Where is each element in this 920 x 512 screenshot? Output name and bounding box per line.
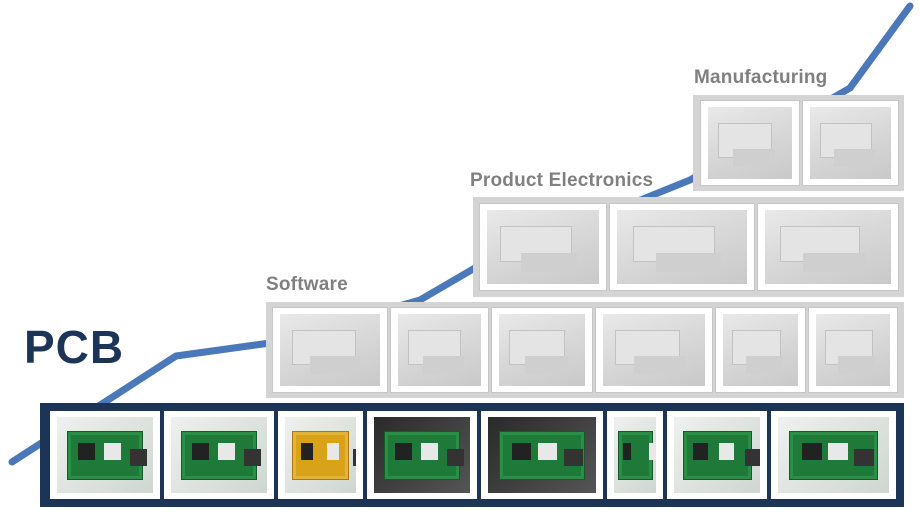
- product-electronics-band: [473, 197, 904, 297]
- lcd-display-photo: [273, 308, 387, 392]
- laptop-desk-photo: [492, 308, 592, 392]
- warehouse-shelves-photo: [701, 101, 799, 185]
- software-band: [266, 302, 904, 398]
- robot-arm-photo: [480, 204, 606, 290]
- pcb-band: [40, 403, 904, 507]
- yellow-board-photo: [278, 411, 363, 499]
- manufacturing-band: [693, 95, 904, 191]
- motor-assembly-photo: [367, 411, 477, 499]
- board-array-photo: [771, 411, 896, 499]
- manufacturing-heading: Manufacturing: [694, 67, 828, 88]
- cable-closeup-photo: [391, 308, 488, 392]
- circuit-board-photo: [50, 411, 160, 499]
- machine-line-photo: [610, 204, 754, 290]
- wired-board-photo: [481, 411, 603, 499]
- truck-photo: [803, 101, 898, 185]
- software-heading: Software: [266, 274, 348, 295]
- small-module-photo: [607, 411, 663, 499]
- keyboard-photo: [716, 308, 805, 392]
- bare-board-photo: [164, 411, 274, 499]
- pcb-heading: PCB: [24, 321, 125, 373]
- app-screen-photo: [596, 308, 712, 392]
- product-electronics-heading: Product Electronics: [470, 170, 654, 191]
- panel-array-photo: [758, 204, 898, 290]
- monitor-photo: [809, 308, 897, 392]
- handheld-board-photo: [667, 411, 767, 499]
